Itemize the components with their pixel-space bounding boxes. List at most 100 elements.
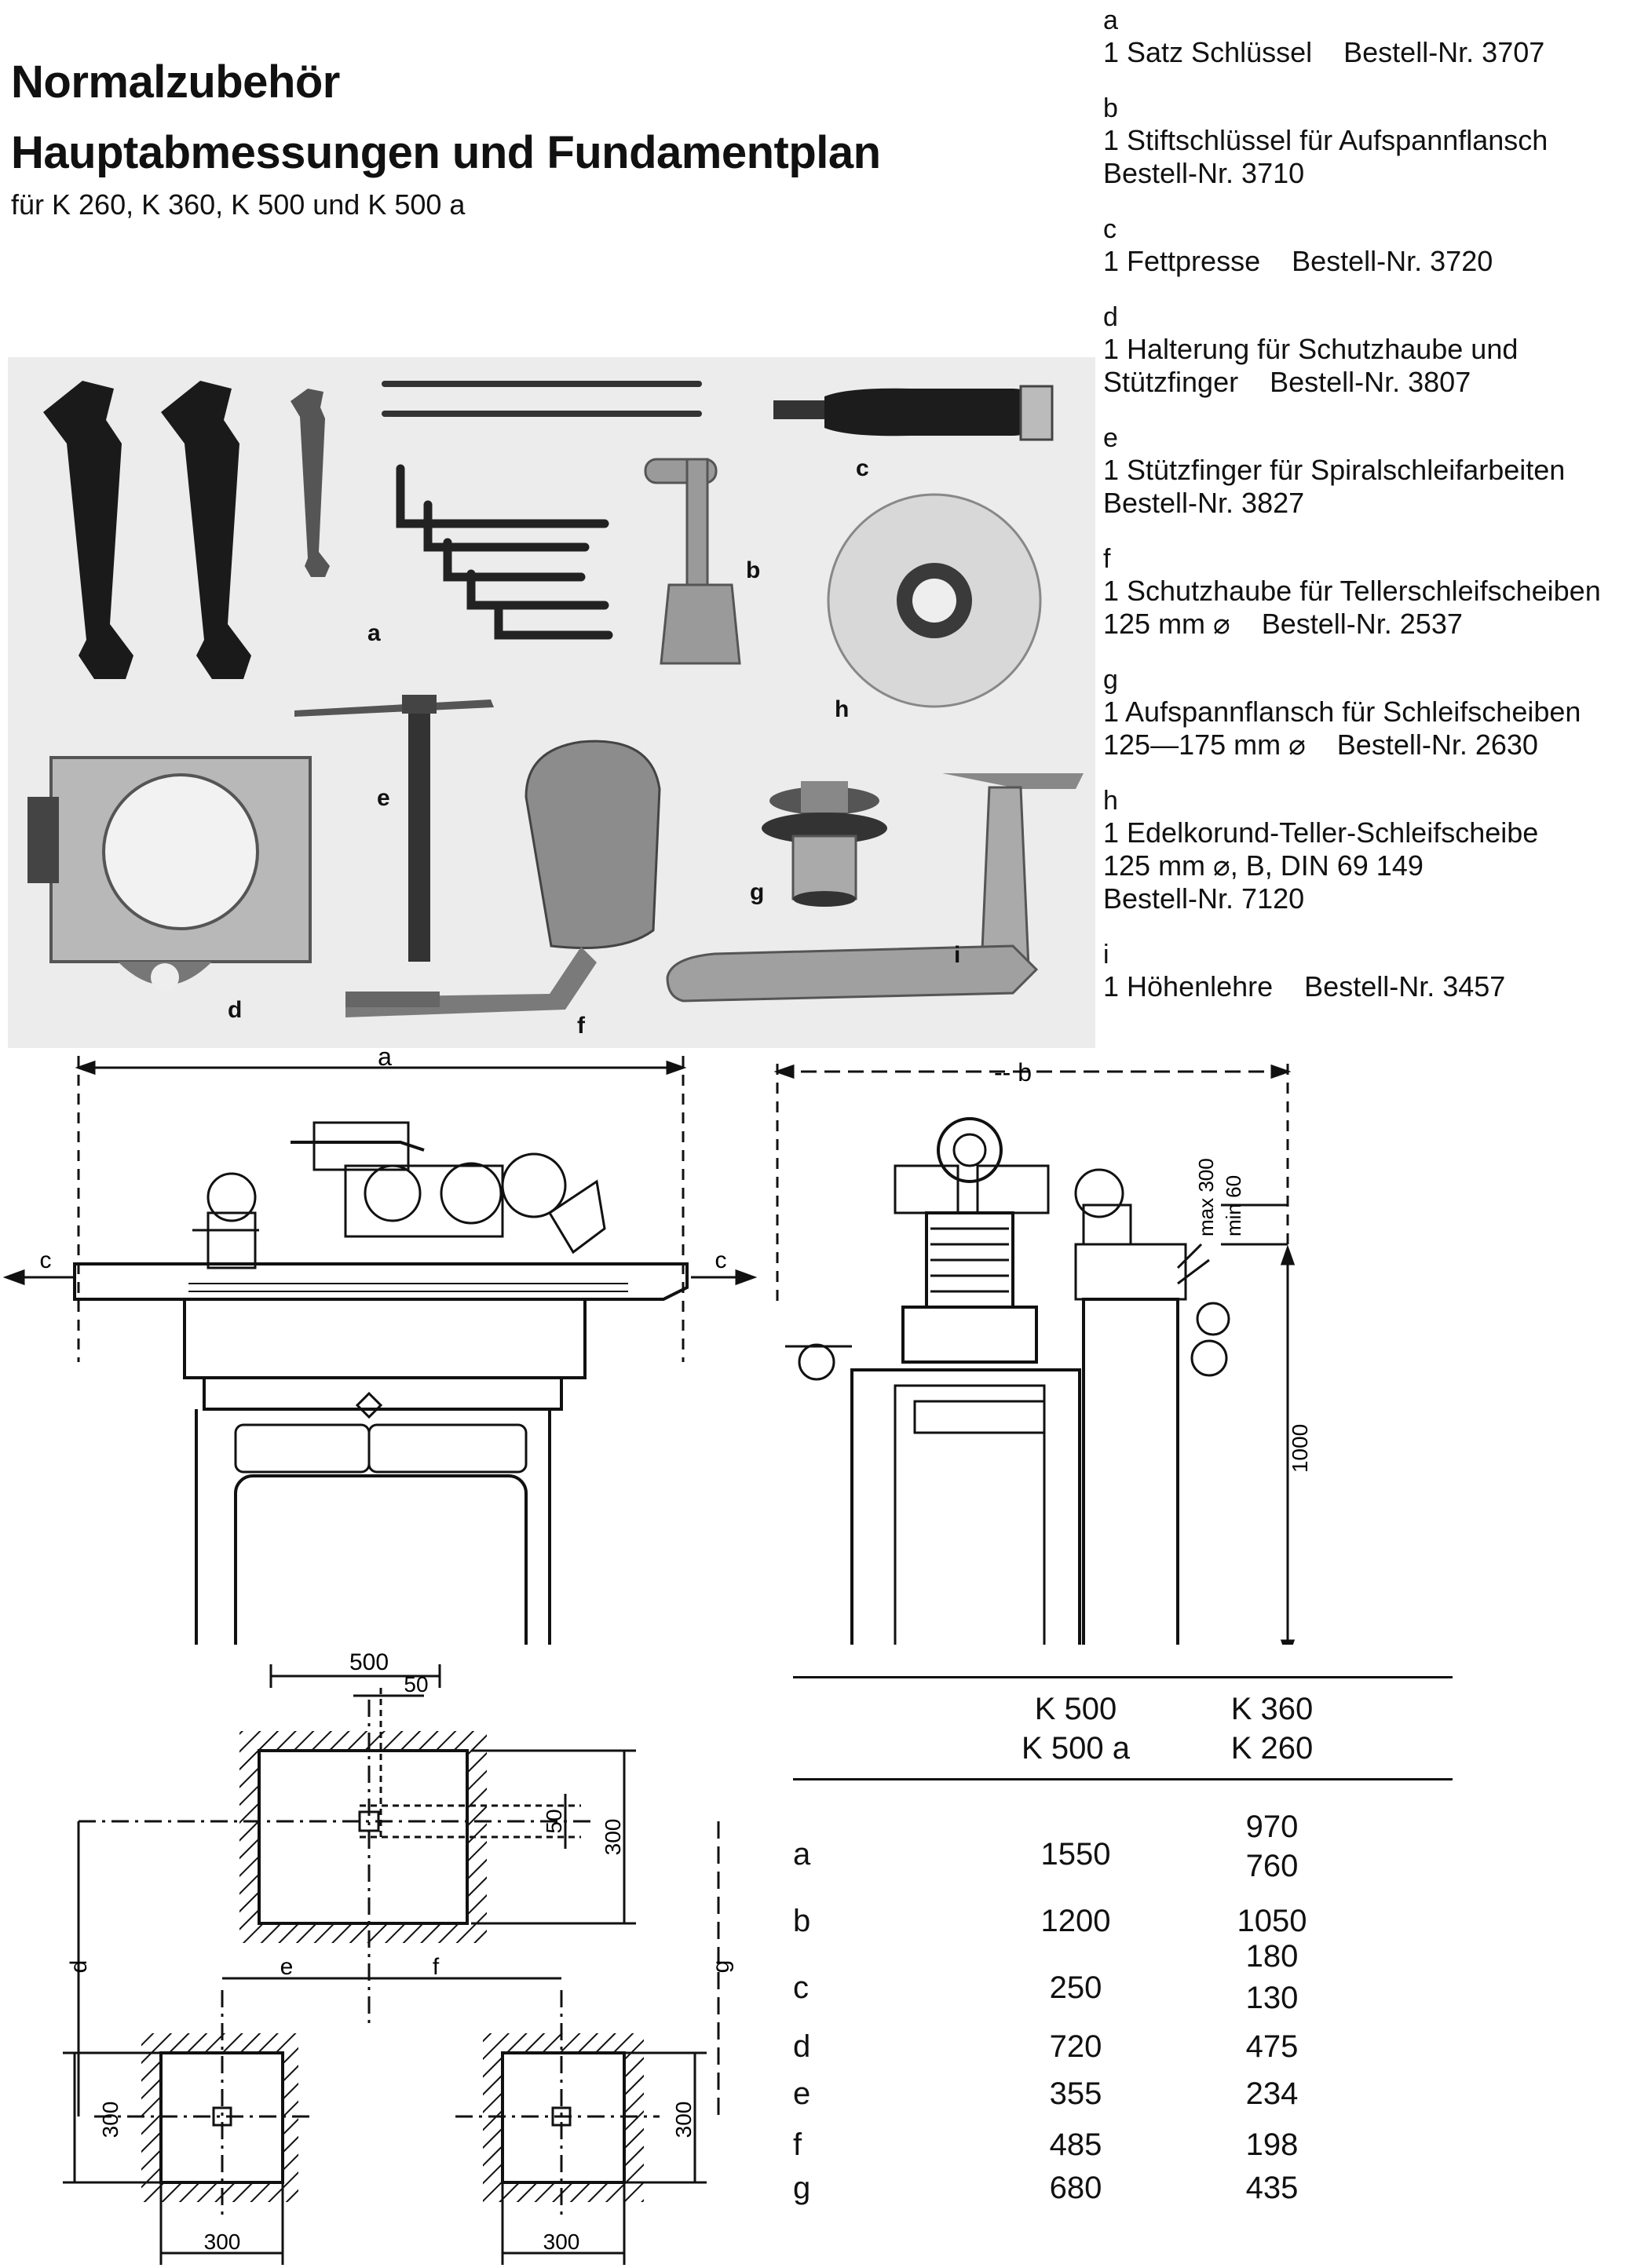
row-b-k500: 1200 [1040,1904,1111,1938]
row-d-k500: 720 [1049,2029,1102,2064]
row-c-k260: 130 [1245,1981,1299,2015]
page-title-line1: Normalzubehör [11,57,340,108]
dim-e: e [280,1954,294,1980]
accessory-c: c 1 Fettpresse Bestell-Nr. 3720 [1103,214,1645,278]
header-k500a: K 500 a [1022,1731,1130,1766]
accessory-key: e [1103,423,1118,453]
row-c-k360: 180 [1245,1939,1299,1974]
accessory-key: c [1103,214,1117,244]
table-top-rule [793,1676,1453,1678]
dim-label-c-left: c [40,1247,52,1273]
row-g-k360: 435 [1245,2171,1299,2205]
header-k500: K 500 [1034,1692,1117,1726]
accessories-photo: a b c d e f g h i [8,357,1095,1048]
accessory-text: 1 Schutzhaube für Tellerschleifscheiben [1103,575,1601,607]
photo-label-d: d [228,997,243,1023]
accessory-text: 1 Fettpresse Bestell-Nr. 3720 [1103,245,1493,277]
accessory-g: g 1 Aufspannflansch für Schleifscheiben … [1103,664,1645,761]
foundation-plan: 500 50 50 300 d g e f 300 300 300 300 [63,1653,734,2265]
accessory-text: 1 Halterung für Schutzhaube und [1103,333,1519,365]
photo-label-i: i [954,942,961,968]
header-k360: K 360 [1230,1692,1314,1726]
accessory-key: f [1103,544,1111,574]
row-e-k360: 234 [1245,2076,1299,2111]
row-key-d: d [793,2029,811,2064]
row-a-k260: 760 [1245,1849,1299,1883]
accessory-text: 1 Edelkorund-Teller-Schleifscheibe [1103,816,1539,849]
accessory-d: d 1 Halterung für Schutzhaube und Stützf… [1103,301,1645,399]
accessory-i: i 1 Höhenlehre Bestell-Nr. 3457 [1103,939,1645,1003]
accessory-key: h [1103,786,1118,816]
accessory-key: i [1103,940,1109,970]
photo-label-g: g [750,879,765,905]
accessory-text: 1 Satz Schlüssel Bestell-Nr. 3707 [1103,36,1545,68]
grease-gun-icon [773,385,1054,441]
photo-label-f: f [577,1013,585,1039]
dim-300-bottom-left: 300 [204,2230,241,2254]
row-key-b: b [793,1904,811,1938]
dim-label-a: a [378,1048,392,1071]
row-f-k500: 485 [1049,2127,1102,2162]
height-gauge-icon [666,773,1084,1003]
photo-label-e: e [377,785,390,811]
row-c-k500: 250 [1049,1970,1102,2005]
dim-300-right: 300 [671,2102,696,2138]
accessory-e: e 1 Stützfinger für Spiralschleifarbeite… [1103,422,1645,520]
accessory-text: 1 Stützfinger für Spiralschleifarbeiten [1103,454,1566,486]
row-e-k500: 355 [1049,2076,1102,2111]
row-b-k360: 1050 [1237,1904,1307,1938]
machine-drawings: a -- b c c max 300 min 60 1000 [2,1048,1312,1645]
accessory-text: Bestell-Nr. 3827 [1103,487,1305,519]
dim-label-c-right: c [715,1247,727,1273]
accessory-b: b 1 Stiftschlüssel für Aufspannflansch B… [1103,93,1645,190]
accessory-text: 1 Höhenlehre Bestell-Nr. 3457 [1103,970,1506,1003]
accessory-text: 1 Stiftschlüssel für Aufspannflansch [1103,124,1548,156]
dim-label-min60: min 60 [1222,1175,1245,1236]
accessory-text: Bestell-Nr. 7120 [1103,882,1305,915]
dim-g: g [708,1960,734,1974]
allen-key-icon [396,464,613,640]
row-key-e: e [793,2076,811,2111]
photo-label-a: a [367,620,381,646]
accessory-key: g [1103,665,1118,695]
row-f-k360: 198 [1245,2127,1299,2162]
row-key-a: a [793,1837,811,1872]
dim-f: f [433,1954,440,1980]
row-a-k500: 1550 [1040,1837,1111,1872]
header-k260: K 260 [1230,1731,1314,1766]
row-key-f: f [793,2127,802,2162]
dim-500: 500 [349,1653,389,1675]
grinding-wheel-icon [827,493,1042,708]
holder-icon [27,756,312,992]
accessory-text: 125 mm ⌀, B, DIN 69 149 [1103,849,1424,882]
dim-300-top: 300 [601,1819,625,1856]
photo-label-b: b [746,557,761,583]
dim-50-horizontal: 50 [404,1672,428,1696]
dim-50-vertical: 50 [542,1809,566,1833]
accessory-f: f 1 Schutzhaube für Tellerschleifscheibe… [1103,543,1645,641]
photo-label-h: h [835,696,850,722]
dim-d: d [66,1960,92,1974]
accessory-text: 125—175 mm ⌀ Bestell-Nr. 2630 [1103,729,1538,761]
row-g-k500: 680 [1049,2171,1102,2205]
accessory-text: 1 Aufspannflansch für Schleifscheiben [1103,696,1581,728]
accessory-a: a 1 Satz Schlüssel Bestell-Nr. 3707 [1103,5,1645,69]
pin-icon [382,381,702,417]
accessory-key: d [1103,302,1118,332]
accessory-text: Bestell-Nr. 3710 [1103,157,1305,189]
dim-label-1000: 1000 [1288,1424,1312,1473]
guard-icon [345,740,661,1017]
photo-label-c: c [856,455,869,481]
accessory-text: Stützfinger Bestell-Nr. 3807 [1103,366,1471,398]
accessory-key: b [1103,93,1118,123]
accessory-key: a [1103,5,1118,35]
dim-label-b: -- b [994,1058,1032,1087]
support-finger-icon [294,695,494,962]
accessory-list: a 1 Satz Schlüssel Bestell-Nr. 3707 b 1 … [1103,5,1645,1003]
row-key-g: g [793,2171,811,2205]
page-title-line2: Hauptabmessungen und Fundamentplan [11,127,881,178]
row-a-k360: 970 [1245,1810,1299,1844]
wrench-icon [43,381,330,679]
table-header-rule [793,1778,1453,1780]
t-key-icon [644,458,741,665]
